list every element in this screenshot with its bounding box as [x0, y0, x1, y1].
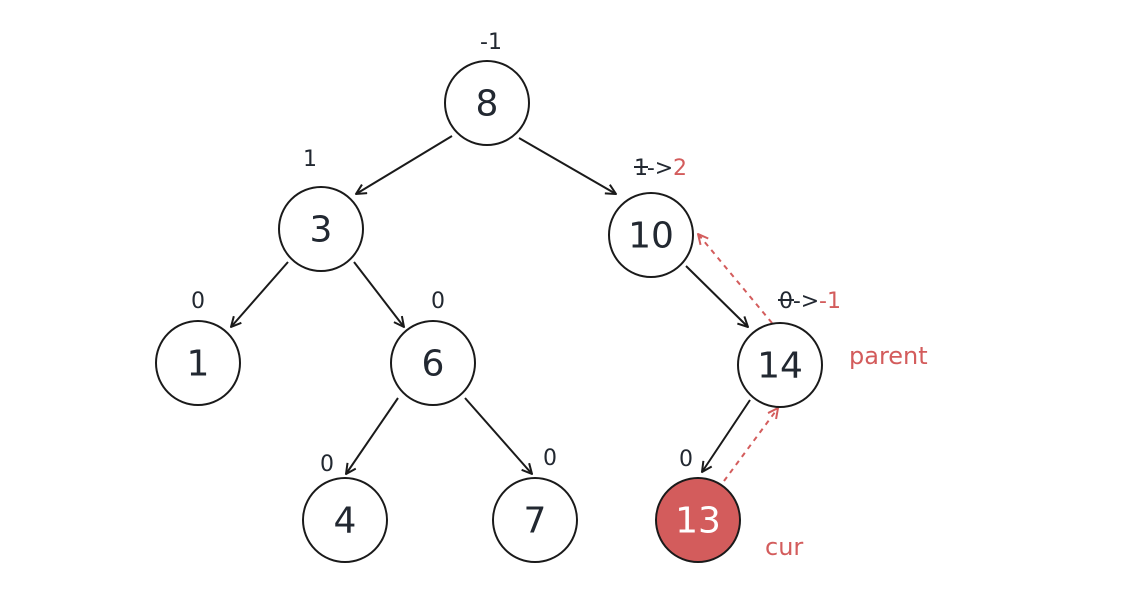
edge-8-3: [356, 135, 453, 194]
edge-6-4: [346, 397, 399, 474]
node-value: 14: [757, 346, 803, 387]
tree-node-3: 3: [278, 186, 364, 272]
tree-node-7: 7: [492, 477, 578, 563]
edge-8-10: [518, 137, 616, 194]
balance-change-10: 1 -> 2: [634, 156, 687, 181]
tree-node-1: 1: [155, 320, 241, 406]
tree-node-8: 8: [444, 60, 530, 146]
balance-new-14: -1: [819, 289, 841, 314]
balance-factor-3: 1: [303, 147, 317, 172]
node-value: 1: [187, 344, 210, 385]
tree-node-10: 10: [608, 192, 694, 278]
balance-new-10: 2: [673, 156, 687, 181]
balance-factor-4: 0: [320, 452, 334, 477]
balance-change-14: 0 -> -1: [778, 289, 841, 314]
balance-arrow-14: ->: [793, 289, 819, 314]
tree-node-6: 6: [390, 320, 476, 406]
node-value: 3: [310, 210, 333, 251]
balance-old-14: 0: [779, 289, 793, 314]
edge-6-7: [464, 397, 532, 474]
tree-node-4: 4: [302, 477, 388, 563]
node-value: 4: [334, 501, 357, 542]
balance-arrow-10: ->: [647, 156, 673, 181]
pointer-edge-14-10: [698, 234, 773, 324]
parent-label: parent: [849, 342, 928, 370]
balance-factor-8: -1: [480, 30, 502, 55]
node-value: 6: [422, 344, 445, 385]
balance-factor-7: 0: [543, 446, 557, 471]
node-value: 8: [476, 84, 499, 125]
edge-3-6: [353, 261, 404, 327]
node-value: 13: [675, 501, 721, 542]
edge-3-1: [231, 261, 289, 327]
pointer-edge-13-14: [723, 408, 778, 482]
balance-factor-13: 0: [679, 447, 693, 472]
balance-factor-1: 0: [191, 289, 205, 314]
tree-node-13-current: 13: [655, 477, 741, 563]
edge-14-13: [702, 399, 751, 472]
balance-factor-6: 0: [431, 289, 445, 314]
cur-label: cur: [765, 533, 803, 561]
node-value: 7: [524, 501, 547, 542]
tree-node-14: 14: [737, 322, 823, 408]
edge-10-14: [685, 265, 748, 327]
node-value: 10: [628, 216, 674, 257]
balance-old-10: 1: [634, 156, 648, 181]
